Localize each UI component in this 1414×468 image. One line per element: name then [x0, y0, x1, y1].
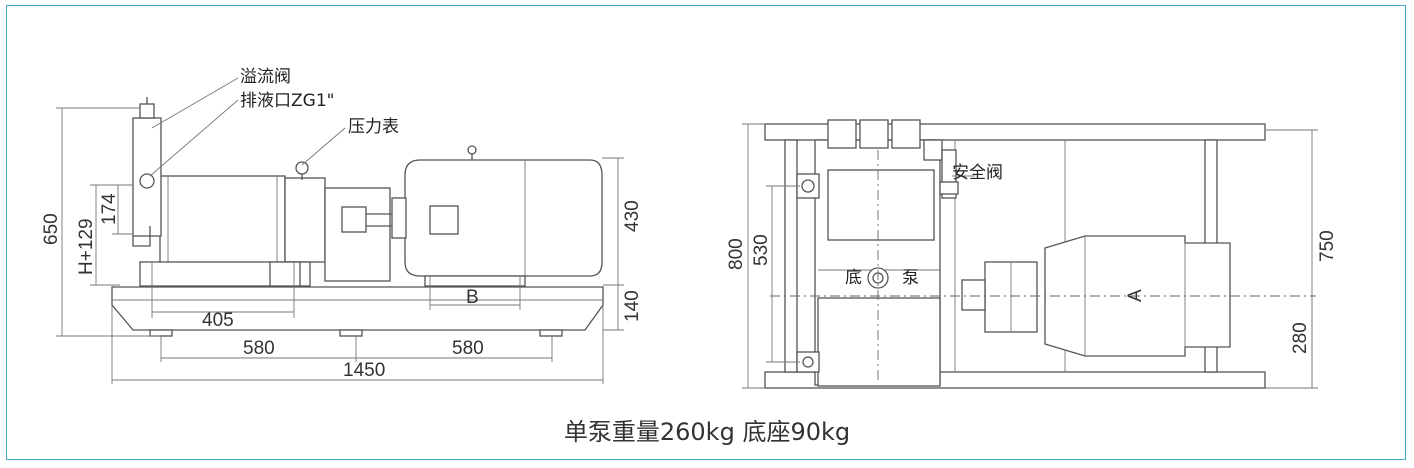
dim-650: 650: [41, 213, 62, 245]
weight-caption: 单泵重量260kg 底座90kg: [563, 418, 851, 446]
base-plate: [111, 286, 604, 331]
pump-body: [159, 175, 286, 265]
safety-valve-label: 安全阀: [952, 163, 1003, 183]
dim-140: 140: [622, 290, 643, 322]
drain-port-label: 排液口ZG1": [240, 91, 334, 111]
dim-800: 800: [726, 238, 747, 270]
side-dimensions: [56, 107, 624, 384]
dim-1450: 1450: [343, 360, 385, 381]
motor: [404, 159, 603, 277]
dim-h129: H+129: [76, 218, 97, 275]
dim-a: A: [1125, 289, 1146, 302]
dim-530: 530: [751, 234, 772, 266]
dim-174: 174: [99, 193, 120, 225]
dim-b: B: [466, 287, 479, 308]
drawing-frame: [6, 5, 1406, 460]
dim-430: 430: [622, 200, 643, 232]
dim-580-left: 580: [243, 338, 275, 359]
side-view: 溢流阀 排液口ZG1" 压力表 650 174 H+129 430 140 40…: [41, 67, 643, 384]
top-view: 底 泵: [726, 119, 1338, 389]
overflow-valve-label: 溢流阀: [240, 67, 291, 87]
pressure-gauge-label: 压力表: [348, 117, 399, 137]
dim-405: 405: [202, 310, 234, 331]
dim-750: 750: [1317, 230, 1338, 262]
dim-580-right: 580: [452, 338, 484, 359]
svg-text:底: 底: [845, 268, 862, 288]
dim-280: 280: [1290, 322, 1311, 354]
pressure-gauge: [295, 161, 309, 175]
svg-text:泵: 泵: [902, 268, 919, 288]
top-dimensions: [742, 123, 1318, 389]
